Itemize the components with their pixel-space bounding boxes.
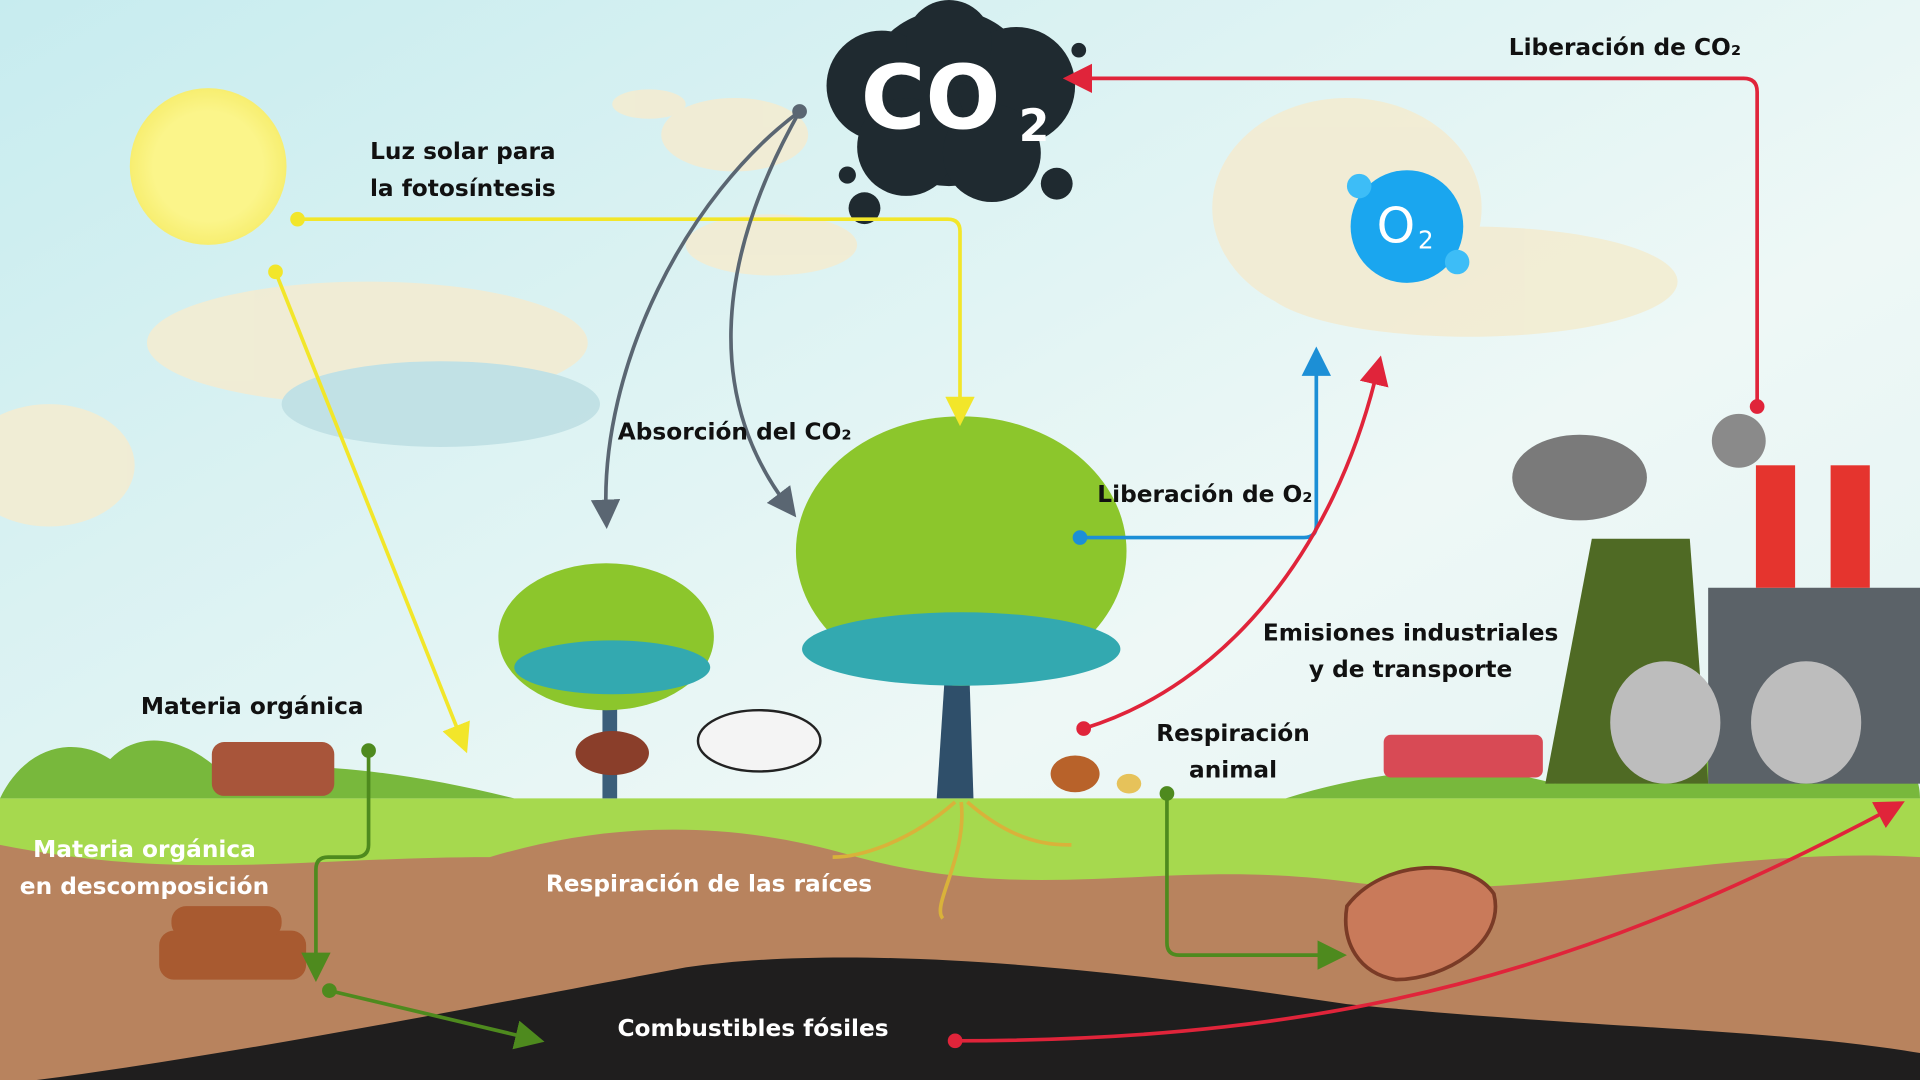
label-sunlight-1: Luz solar para — [370, 138, 556, 165]
label-industrial-2: y de transporte — [1309, 656, 1512, 683]
o2-subscript: 2 — [1418, 226, 1434, 255]
o2-text: O — [1377, 197, 1416, 254]
animal-respiration-arrow — [1083, 355, 1389, 731]
label-decomposition-1: Materia orgánica — [33, 836, 256, 863]
label-animal-1: Respiración — [1156, 720, 1310, 747]
cows — [575, 708, 822, 776]
o2-bubble: O 2 — [1346, 170, 1470, 283]
label-fossil-fuels: Combustibles fósiles — [617, 1015, 888, 1042]
sunlight-arrow-tree — [297, 217, 975, 427]
label-o2-release: Liberación de O₂ — [1097, 481, 1312, 508]
co2-release-arrow — [1062, 63, 1759, 407]
fossil-layer — [36, 957, 1920, 1080]
log-pile — [159, 906, 307, 980]
fossil-emission-arrow — [955, 801, 1905, 1043]
label-co2-absorption: Absorción del CO₂ — [618, 419, 852, 446]
sunlight-arrow-ground — [273, 271, 470, 754]
big-tree — [795, 416, 1127, 920]
factory — [1512, 413, 1920, 784]
label-root-respiration: Respiración de las raíces — [546, 870, 872, 897]
truck — [1383, 734, 1543, 778]
bushes — [0, 734, 1920, 799]
co2-text: CO — [861, 47, 1001, 150]
label-animal-2: animal — [1189, 757, 1277, 784]
sun — [129, 88, 287, 245]
small-tree — [498, 563, 714, 799]
label-decomposition-2: en descomposición — [20, 873, 269, 900]
chickens — [1050, 755, 1142, 794]
co2-cloud: CO 2 — [826, 0, 1087, 225]
co2-subscript: 2 — [1019, 101, 1050, 152]
fossilization-arrow — [328, 988, 545, 1050]
dinosaur-fossil — [1344, 866, 1498, 982]
label-sunlight-2: la fotosíntesis — [370, 175, 556, 202]
animal-fossil-arrow — [1165, 793, 1347, 970]
label-co2-release: Liberación de CO₂ — [1509, 34, 1741, 61]
label-industrial-1: Emisiones industriales — [1263, 619, 1558, 646]
co2-absorption-arrow-2 — [729, 110, 802, 518]
co2-absorption-arrow-1 — [590, 109, 801, 529]
log — [211, 742, 335, 796]
label-organic-matter: Materia orgánica — [141, 693, 364, 720]
decomposition-arrow — [301, 750, 371, 983]
